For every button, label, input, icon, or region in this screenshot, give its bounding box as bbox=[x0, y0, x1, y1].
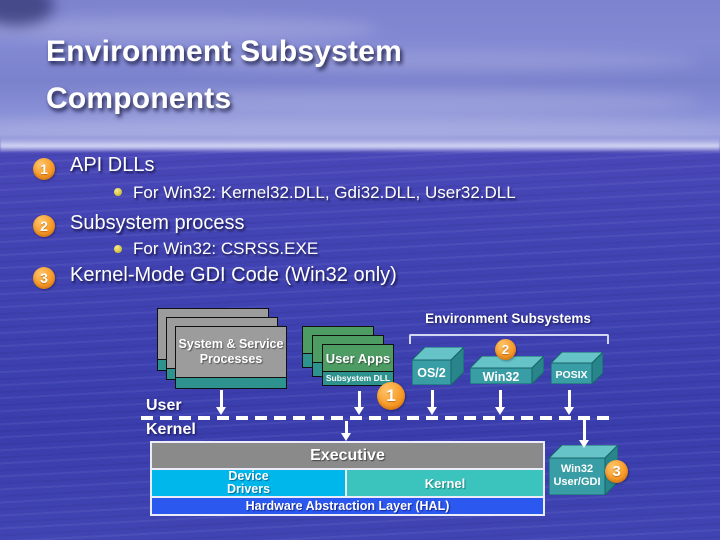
env-subsystems-bracket bbox=[409, 334, 609, 344]
hal-box: Hardware Abstraction Layer (HAL) bbox=[152, 498, 543, 514]
user-apps-label: User Apps bbox=[323, 345, 393, 371]
diagram-badge-3: 3 bbox=[605, 460, 628, 483]
cloud-texture bbox=[180, 50, 700, 72]
list-item-api-dlls: API DLLs bbox=[70, 154, 155, 176]
posix-box: POSIX bbox=[551, 352, 603, 384]
list-subitem-csrss: For Win32: CSRSS.EXE bbox=[133, 239, 319, 258]
os2-box: OS/2 bbox=[412, 347, 464, 385]
arrow-win32 bbox=[495, 390, 505, 415]
bullet-dot-icon bbox=[114, 188, 122, 196]
bullet-dot-icon bbox=[114, 245, 122, 253]
slide-title-line1: Environment Subsystem bbox=[46, 35, 402, 68]
posix-label: POSIX bbox=[555, 369, 587, 381]
arrow-posix bbox=[564, 390, 574, 415]
arrow-to-executive bbox=[341, 421, 351, 441]
device-drivers-label-line1: Device bbox=[228, 469, 269, 483]
executive-box: Executive bbox=[152, 443, 543, 470]
win32-box: Win32 bbox=[470, 356, 544, 384]
horizon-band bbox=[0, 137, 720, 152]
list-badge-2: 2 bbox=[33, 215, 55, 237]
win32-usergdi-label-line2: User/GDI bbox=[553, 476, 600, 488]
cloud-texture bbox=[60, 90, 700, 114]
device-drivers-box: Device Drivers bbox=[152, 470, 347, 496]
list-item-subsystem-process: Subsystem process bbox=[70, 212, 245, 234]
slide-title: Environment Subsystem Components bbox=[46, 28, 402, 122]
system-processes-card: System & Service Processes bbox=[175, 326, 287, 389]
os2-label: OS/2 bbox=[417, 366, 446, 380]
arrow-user-apps bbox=[354, 391, 364, 415]
user-mode-label: User bbox=[146, 397, 182, 414]
teal-strip bbox=[176, 377, 286, 388]
kernel-box: Kernel bbox=[347, 470, 543, 496]
diagram-badge-1: 1 bbox=[377, 382, 405, 410]
slide-title-line2: Components bbox=[46, 82, 232, 115]
win32-usergdi-label-line1: Win32 bbox=[561, 463, 593, 475]
win32-label: Win32 bbox=[483, 370, 520, 384]
list-badge-1: 1 bbox=[33, 158, 55, 180]
cloud-texture bbox=[0, 16, 380, 42]
list-subitem-win32-dlls: For Win32: Kernel32.DLL, Gdi32.DLL, User… bbox=[133, 183, 516, 202]
user-kernel-boundary-line bbox=[141, 416, 615, 420]
subsystem-dll-strip: Subsystem DLL bbox=[323, 371, 393, 385]
list-badge-3: 3 bbox=[33, 267, 55, 289]
user-apps-card: User Apps Subsystem DLL bbox=[322, 344, 394, 386]
system-processes-label-line2: Processes bbox=[199, 352, 263, 366]
kernel-mode-label: Kernel bbox=[146, 421, 196, 438]
arrow-os2 bbox=[427, 390, 437, 415]
arrow-to-win32-usergdi bbox=[579, 420, 589, 448]
cloud-texture bbox=[0, 118, 720, 136]
system-processes-label-line1: System & Service bbox=[178, 337, 284, 351]
kernel-layers-box: Executive Device Drivers Kernel Hardware… bbox=[150, 441, 545, 516]
arrow-system-processes bbox=[216, 390, 226, 415]
diagram-badge-2: 2 bbox=[495, 339, 516, 360]
middle-layer-row: Device Drivers Kernel bbox=[152, 470, 543, 498]
device-drivers-label-line2: Drivers bbox=[226, 482, 271, 496]
env-subsystems-label: Environment Subsystems bbox=[425, 311, 591, 326]
list-item-kernel-mode-gdi: Kernel-Mode GDI Code (Win32 only) bbox=[70, 264, 397, 286]
